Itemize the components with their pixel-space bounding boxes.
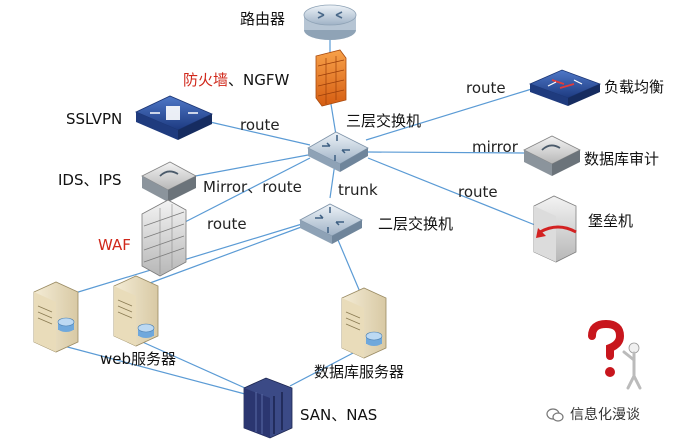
link-dbserver-san [289,351,356,387]
server-icon [33,281,79,353]
web-server-label: web服务器 [100,350,177,368]
firewall-label: 防火墙、NGFW [183,71,289,89]
l2-switch-icon [299,203,363,244]
storage-icon [243,377,293,439]
router-icon [303,4,357,40]
ids-ips-label: IDS、IPS [58,171,122,189]
web-server-icon [113,275,159,347]
link-label-mirror-route: Mirror、route [203,178,302,196]
db-audit-icon [523,135,581,176]
db-server-label: 数据库服务器 [314,363,405,381]
link-server1-san [59,344,246,395]
bastion-label: 堡垒机 [588,212,634,230]
link-label-route-lb: route [466,79,506,97]
link-label-route-bastion: route [458,183,498,201]
l3-switch-label: 三层交换机 [346,112,422,130]
ids-ips-icon [141,161,197,202]
link-ids-l3 [189,154,309,178]
bastion-host-icon [533,195,577,263]
waf-label: WAF [98,236,131,254]
link-l2-server1 [74,223,303,294]
question-mark-icon [588,319,642,390]
watermark: 信息化漫谈 [546,404,640,424]
firewall-label-cn: 防火墙 [183,71,229,89]
db-server-icon [341,287,387,359]
link-l3-dbaudit [367,151,525,154]
load-balancer-label: 负载均衡 [604,78,665,96]
wechat-icon [546,408,564,422]
firewall-label-ngfw: 、NGFW [228,71,290,89]
link-label-mirror: mirror [472,138,518,156]
load-balancer-icon [528,69,602,106]
firewall-icon [315,49,347,107]
watermark-text: 信息化漫谈 [570,407,640,423]
link-webserver-san [137,339,246,389]
link-l3-bastion [367,157,536,226]
storage-label: SAN、NAS [300,406,378,424]
link-sslvpn-l3 [209,121,311,146]
link-l2-dbserver [337,239,361,293]
l2-switch-label: 二层交换机 [378,215,454,233]
link-l2-webserver [149,225,305,284]
connection-lines [59,40,536,395]
link-waf-l3 [184,157,311,223]
sslvpn-icon [135,95,213,140]
link-label-route-waf: route [207,215,247,233]
sslvpn-label: SSLVPN [66,110,123,128]
db-audit-label: 数据库审计 [584,150,660,168]
link-label-trunk: trunk [338,181,378,199]
link-label-route-sslvpn: route [240,116,280,134]
router-label: 路由器 [240,10,286,28]
link-l3-loadbalancer [365,87,536,141]
waf-icon [141,199,187,277]
link-firewall-l3 [329,97,337,136]
l3-switch-icon [307,131,369,172]
